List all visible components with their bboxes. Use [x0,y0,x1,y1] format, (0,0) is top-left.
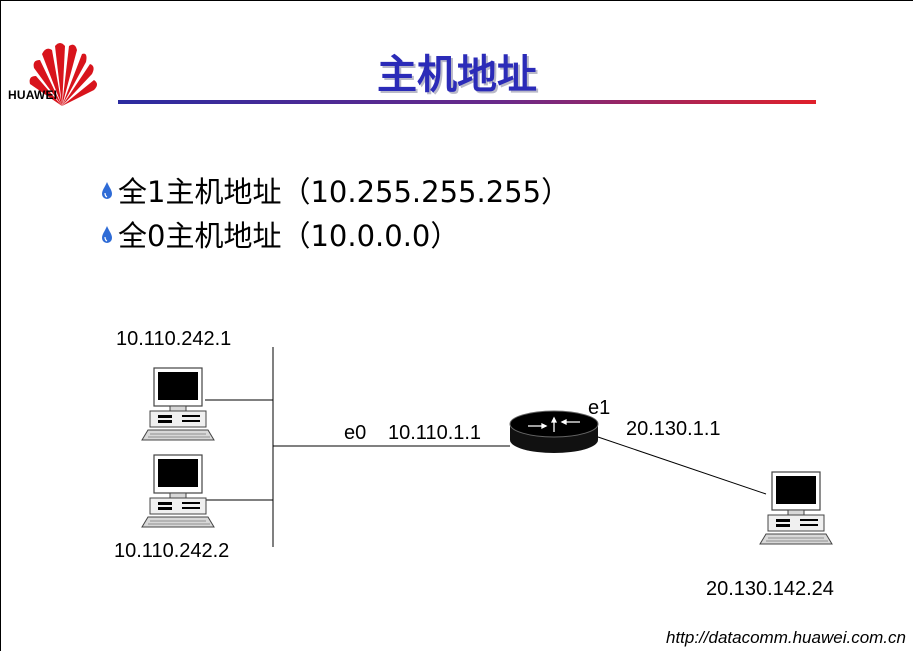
host-ip-label: 10.110.242.1 [116,328,232,350]
footer-url: http://datacomm.huawei.com.cn [665,628,906,647]
bullet-item: 全1主机地址（10.255.255.255） [100,168,570,212]
host-computer-icon [759,471,833,545]
logo-text: HUAWEI [8,88,58,102]
host-ip-label: 20.130.142.24 [706,578,834,600]
interface-e0-ip: 10.110.1.1 [388,422,482,444]
host-computer-icon [141,367,215,441]
bullet-text: 全0主机地址（10.0.0.0） [118,219,460,253]
interface-e1-ip: 20.130.1.1 [626,418,721,440]
router-e1-link [597,436,767,495]
interface-e1-label: e1 [588,397,611,419]
interface-e0-label: e0 [344,422,367,444]
page-title: 主机地址 [377,52,537,98]
host-computer-icon [141,454,215,528]
title-rule [118,100,816,104]
bullet-list: 全1主机地址（10.255.255.255） 全0主机地址（10.0.0.0） [100,168,570,256]
water-drop-icon [102,182,112,199]
bullet-text: 全1主机地址（10.255.255.255） [118,175,571,209]
water-drop-icon [102,226,112,243]
router-icon [509,410,599,453]
huawei-logo [29,43,97,106]
host-ip-label: 10.110.242.2 [114,540,230,562]
bullet-item: 全0主机地址（10.0.0.0） [100,212,570,256]
